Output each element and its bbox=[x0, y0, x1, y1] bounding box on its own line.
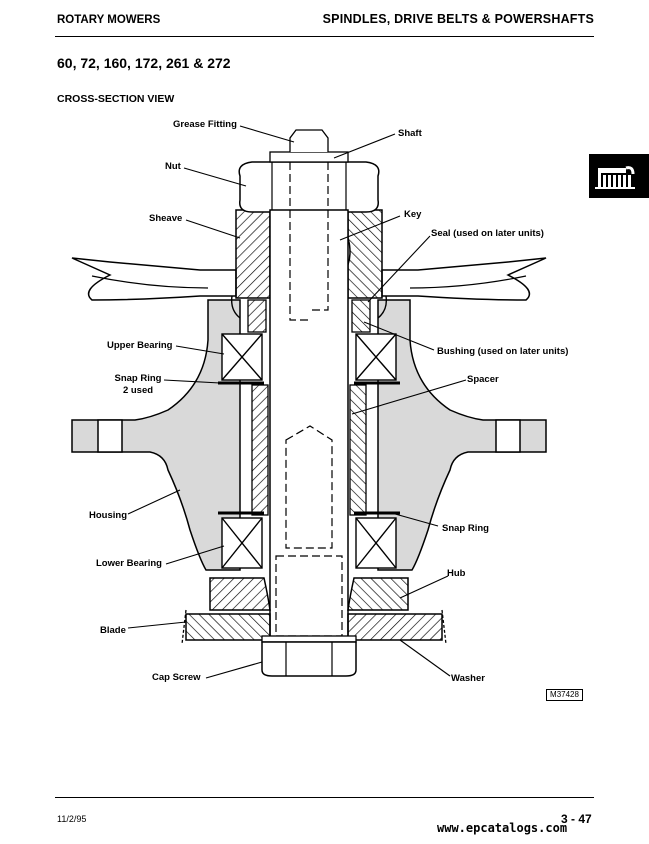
header-section: ROTARY MOWERS bbox=[57, 14, 161, 26]
header-rule bbox=[55, 36, 594, 37]
label-snap-ring-lower: Snap Ring bbox=[442, 523, 489, 534]
page-title: 60, 72, 160, 172, 261 & 272 bbox=[57, 55, 231, 71]
watermark-url[interactable]: www.epcatalogs.com bbox=[437, 821, 568, 835]
label-key: Key bbox=[404, 209, 422, 220]
label-sheave: Sheave bbox=[149, 213, 183, 224]
label-snap-ring-upper-line1: Snap Ring bbox=[114, 373, 162, 384]
mower-deck-icon bbox=[595, 166, 635, 189]
sheave-shape bbox=[71, 257, 237, 301]
label-grease-fitting: Grease Fitting bbox=[173, 119, 237, 130]
label-upper-bearing: Upper Bearing bbox=[107, 340, 173, 351]
housing-shape bbox=[71, 299, 241, 571]
label-housing: Housing bbox=[89, 510, 127, 521]
spacer-shape bbox=[251, 384, 269, 516]
label-snap-ring-upper-line2: 2 used bbox=[122, 385, 154, 396]
label-hub: Hub bbox=[447, 568, 466, 579]
section-subtitle: CROSS-SECTION VIEW bbox=[57, 93, 175, 105]
nut-shape bbox=[238, 161, 380, 213]
hub-shape bbox=[209, 577, 271, 611]
upper-bearing-shape bbox=[221, 333, 397, 381]
footer-date: 11/2/95 bbox=[57, 814, 87, 824]
footer-rule bbox=[55, 797, 594, 798]
label-nut: Nut bbox=[165, 161, 181, 172]
cap-screw-head bbox=[261, 641, 357, 677]
figure-id: M37428 bbox=[546, 689, 583, 701]
label-spacer: Spacer bbox=[467, 374, 499, 385]
chapter-tab bbox=[589, 154, 649, 198]
blade-shape bbox=[185, 613, 271, 641]
washer-shape bbox=[261, 635, 357, 643]
label-lower-bearing: Lower Bearing bbox=[96, 558, 162, 569]
label-seal: Seal (used on later units) bbox=[431, 228, 544, 239]
label-bushing: Bushing (used on later units) bbox=[437, 346, 569, 357]
label-cap-screw: Cap Screw bbox=[152, 672, 201, 683]
header-chapter: SPINDLES, DRIVE BELTS & POWERSHAFTS bbox=[322, 12, 594, 26]
label-blade: Blade bbox=[100, 625, 126, 636]
lower-bearing-shape bbox=[221, 517, 397, 569]
label-washer: Washer bbox=[451, 673, 485, 684]
label-snap-ring-upper: Snap Ring 2 used bbox=[110, 373, 166, 397]
shaft-shape bbox=[269, 209, 349, 641]
page-number: 3 - 47 bbox=[561, 812, 592, 826]
label-shaft: Shaft bbox=[398, 128, 422, 139]
